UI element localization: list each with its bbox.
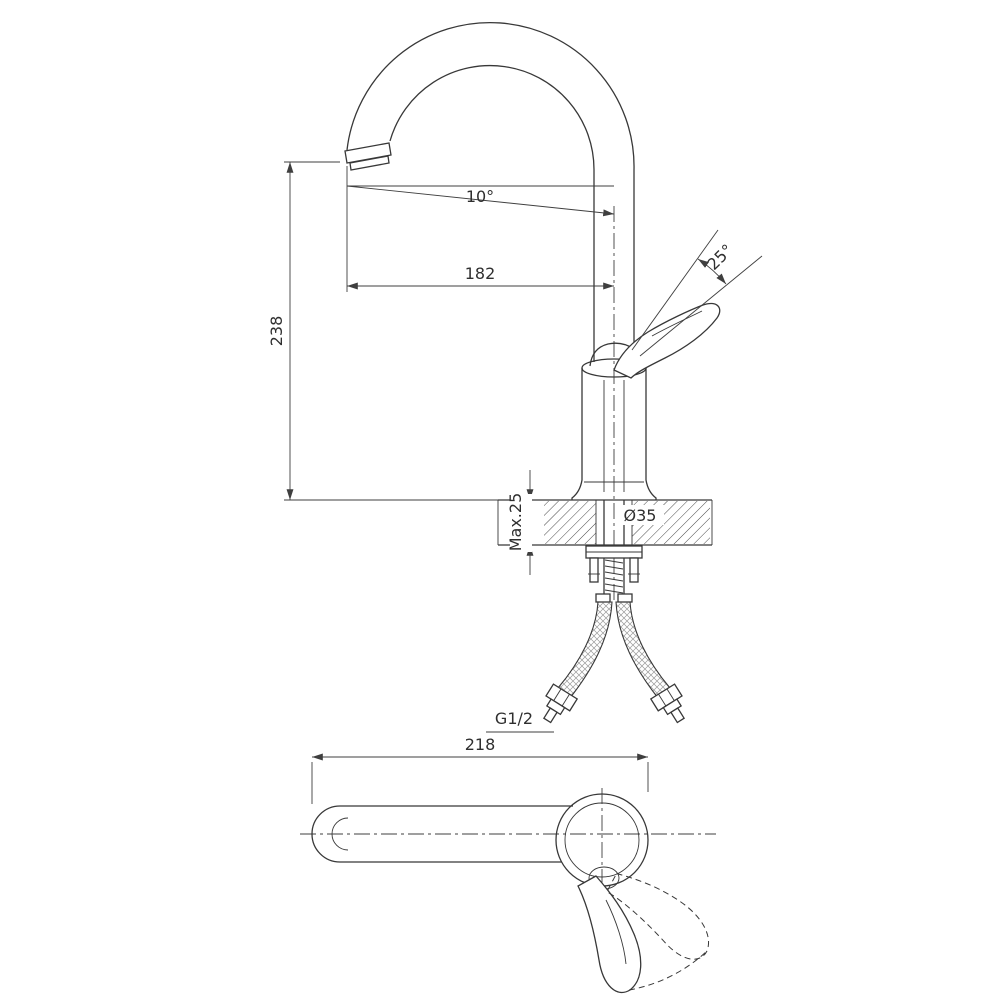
side-view: 238 182 10° 25° Max.25	[267, 21, 763, 733]
hose-connector-left	[595, 593, 611, 603]
dimension-spout-height-238: 238	[267, 161, 498, 501]
spout-aerator-tip	[344, 142, 392, 171]
supply-hose-right	[615, 601, 671, 699]
hose-fitting-right	[649, 683, 686, 724]
dim-label-spout-length: 218	[465, 735, 496, 754]
dim-label-handle-angle: 25°	[703, 240, 736, 273]
label-thread-size: G1/2	[486, 709, 554, 733]
faucet-body	[571, 358, 657, 500]
dim-label-spout-reach: 182	[465, 264, 496, 283]
counter-hatch-left	[544, 501, 596, 544]
handle-lever	[589, 302, 721, 379]
mounting-stud-right	[629, 557, 639, 583]
thread-ticks	[604, 559, 624, 594]
plan-view: 218	[300, 735, 716, 993]
mounting-stud-left	[589, 557, 599, 583]
dim-label-thread-size: G1/2	[495, 709, 533, 728]
dim-label-spout-angle: 10°	[466, 187, 494, 206]
dimension-spout-length-218: 218	[311, 735, 649, 804]
dimension-spout-reach-182: 182	[346, 166, 614, 292]
supply-hose-left	[557, 601, 613, 699]
dimension-max-mount-thickness: Max.25	[506, 470, 534, 575]
dim-label-spout-height: 238	[267, 316, 286, 347]
dim-label-hole-diameter: Ø35	[624, 506, 657, 525]
hose-fitting-left	[542, 683, 579, 724]
label-hole-diameter: Ø35	[616, 505, 664, 525]
spout-gooseneck	[346, 21, 635, 362]
handle-swing-arc-dashed	[628, 950, 708, 991]
handle-plan-swung-dashed	[606, 872, 709, 960]
centerlines-plan	[300, 788, 716, 900]
dimension-spout-angle-10deg: 10°	[346, 185, 615, 217]
spout-plan	[311, 805, 573, 863]
handle-plan	[577, 872, 709, 993]
hose-connector-right	[617, 593, 633, 603]
dim-label-max-thickness: Max.25	[506, 493, 525, 552]
